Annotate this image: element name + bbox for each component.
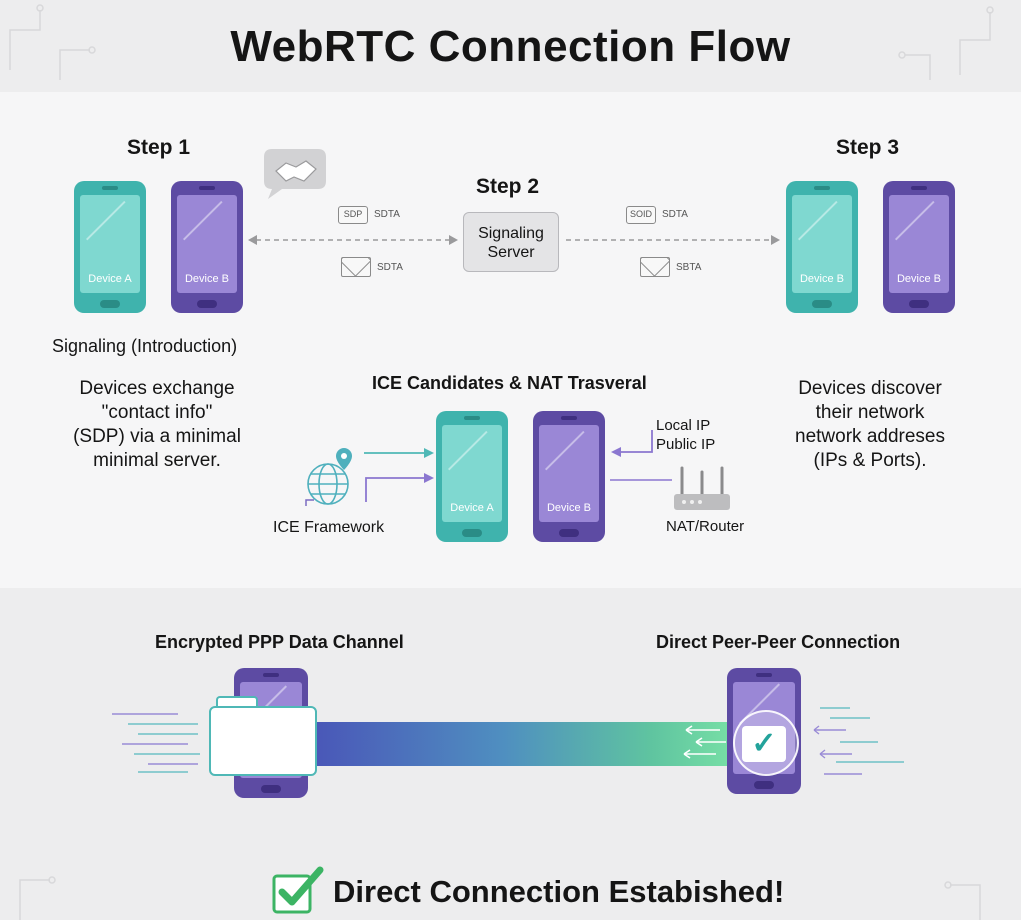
data-stream-bar: [315, 722, 735, 766]
envelope-icon: [341, 257, 371, 277]
local-ip-label: Local IP: [656, 417, 711, 434]
ip-arrows-icon: [610, 430, 672, 481]
device-b-label: Device B: [896, 273, 942, 285]
step3-desc-line: (IPs & Ports).: [813, 450, 927, 471]
handshake-icon: [264, 149, 326, 199]
folder-icon: [209, 706, 317, 776]
ice-framework-label: ICE Framework: [273, 519, 385, 536]
device-b-label: Device B: [184, 273, 230, 285]
signaling-desc-line: minimal server.: [93, 450, 221, 471]
device-b-label: Device B: [799, 273, 845, 285]
step3-desc-line: Devices discover: [798, 378, 942, 399]
router-icon: [674, 466, 730, 510]
signaling-server-box: Signaling Server: [463, 212, 559, 272]
ice-device-a-phone: Device A: [436, 411, 508, 542]
soid-message-icon: SOID: [626, 206, 656, 224]
signaling-desc-line: Devices exchange: [79, 378, 235, 399]
ice-arrows-icon: [364, 448, 434, 502]
step3-desc-line: their network: [815, 402, 925, 423]
device-a-label: Device A: [450, 502, 494, 514]
motion-lines-right-icon: [813, 707, 904, 775]
step3-desc-line: network addreses: [795, 426, 945, 447]
ice-heading: ICE Candidates & NAT Trasveral: [372, 373, 647, 393]
device-a-label: Device A: [88, 273, 132, 285]
signaling-arrows-icon: [248, 235, 780, 245]
signaling-description: Devices exchange "contact info" (SDP) vi…: [52, 377, 262, 473]
direct-connection-label: Direct Peer-Peer Connection: [656, 632, 901, 652]
device-b-phone-step3-alt: Device B: [883, 181, 955, 313]
sbta-label: SBTA: [676, 262, 702, 273]
device-b-phone-step3: Device B: [786, 181, 858, 313]
incoming-arrows-icon: [683, 725, 726, 759]
nat-router-label: NAT/Router: [666, 518, 745, 535]
step3-description: Devices discover their network network a…: [770, 377, 970, 473]
signaling-desc-line: "contact info": [101, 402, 213, 423]
sdp-message-icon: SDP: [338, 206, 368, 224]
device-b-label: Device B: [546, 502, 592, 514]
sdta-label-1: SDTA: [374, 209, 400, 220]
diagram-panel: [0, 92, 1021, 588]
server-line1: Signaling: [478, 225, 544, 242]
envelope-icon: [640, 257, 670, 277]
device-a-phone: Device A: [74, 181, 146, 313]
signaling-desc-line: (SDP) via a minimal: [73, 426, 241, 447]
connection-established-text: Direct Connection Estabished!: [333, 874, 785, 909]
checkmark-icon: ✓: [742, 726, 786, 762]
ice-device-b-phone: Device B: [533, 411, 605, 542]
public-ip-label: Public IP: [656, 436, 716, 453]
step1-label: Step 1: [127, 136, 191, 159]
server-line2: Server: [487, 244, 535, 261]
step3-label: Step 3: [836, 136, 900, 159]
step2-label: Step 2: [476, 175, 540, 198]
encrypted-channel-label: Encrypted PPP Data Channel: [155, 632, 404, 652]
signaling-heading: Signaling (Introduction): [52, 336, 238, 356]
sdta-label-3: SDTA: [662, 209, 688, 220]
sdta-label-2: SDTA: [377, 262, 403, 273]
page-title: WebRTC Connection Flow: [230, 22, 791, 71]
motion-lines-left-icon: [112, 713, 200, 773]
globe-icon: [305, 448, 352, 506]
device-b-phone: Device B: [171, 181, 243, 313]
green-check-icon: [272, 866, 324, 914]
